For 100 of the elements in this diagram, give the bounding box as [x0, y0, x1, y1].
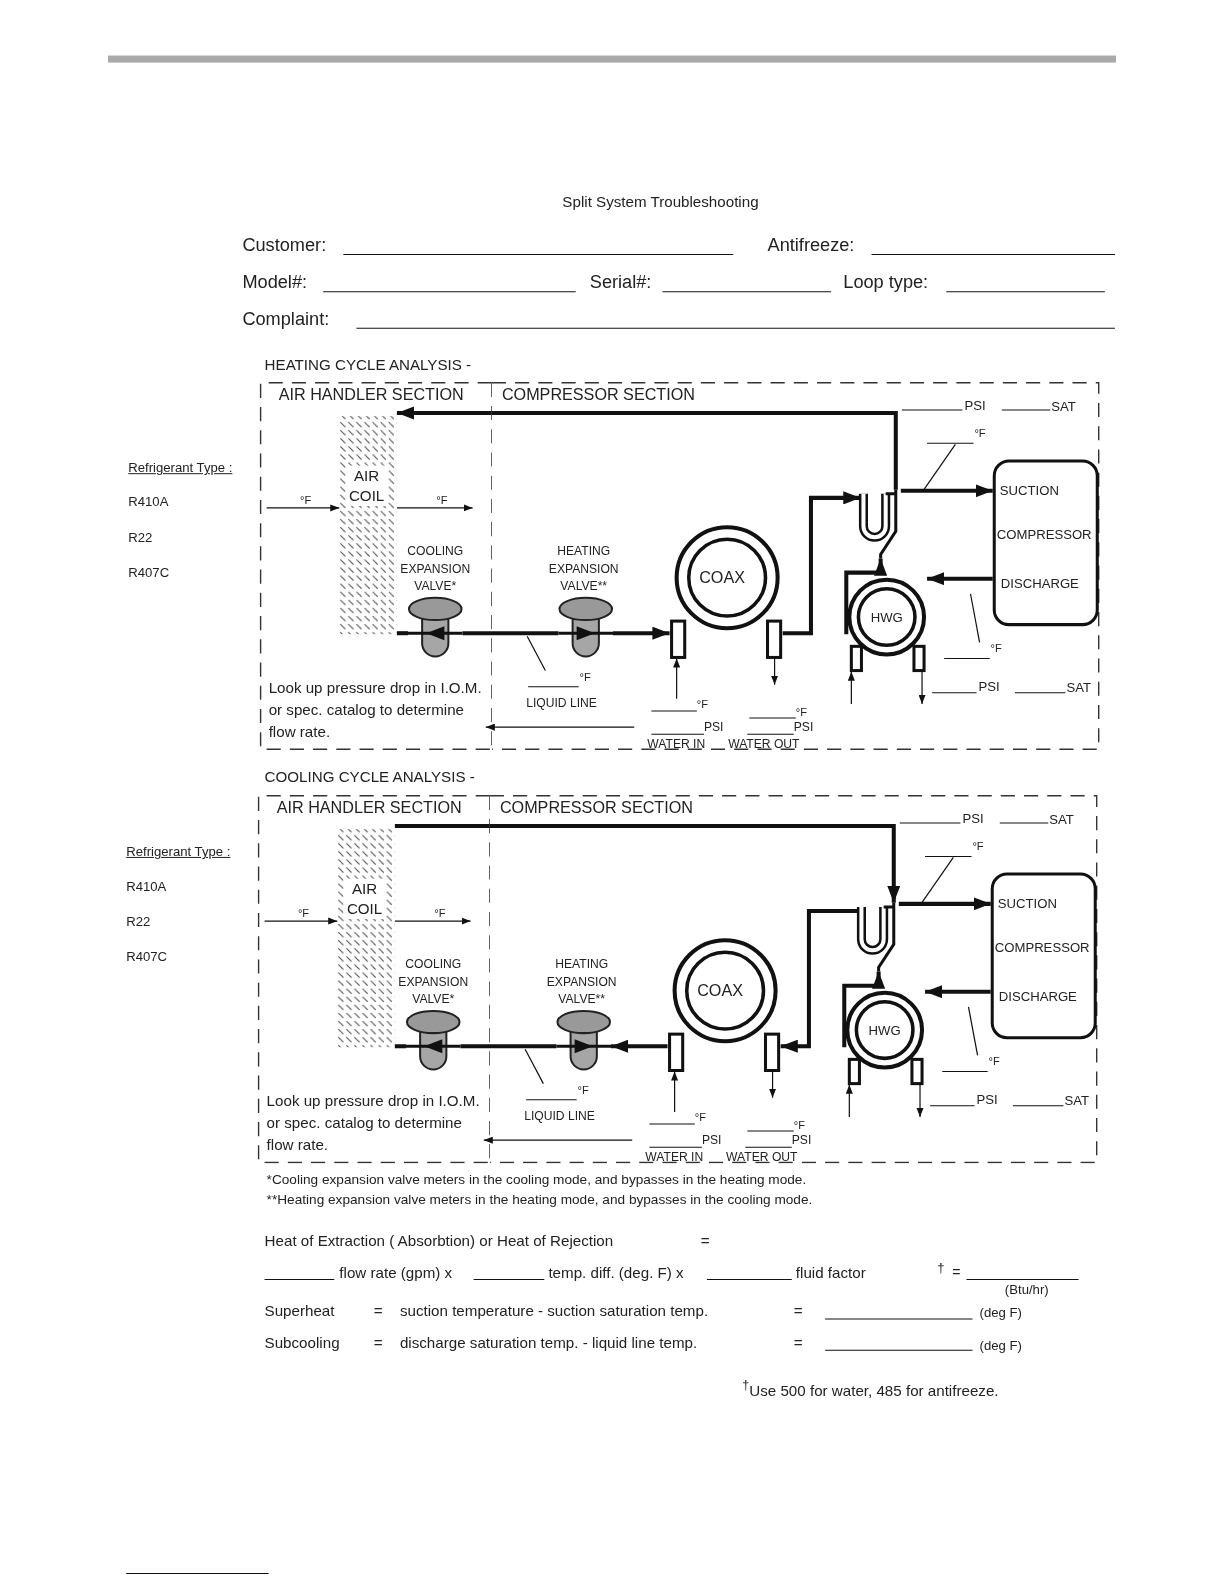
refrigerant-pipe	[613, 626, 670, 640]
unit-label: (deg F)	[979, 1338, 1022, 1354]
pipe-label: LIQUID LINE	[526, 695, 597, 710]
leader-line	[967, 1006, 979, 1056]
refrigerant-pipe	[611, 1039, 668, 1053]
formula-text: temp. diff. (deg. F) x	[548, 1263, 684, 1282]
refrigerant-pipe	[460, 1044, 557, 1049]
section-frame	[257, 794, 490, 1164]
arrow	[918, 670, 926, 705]
form-label: Serial#:	[589, 272, 652, 294]
section-title: COOLING CYCLE ANALYSIS -	[264, 767, 475, 786]
operator: =	[373, 1333, 383, 1351]
section-heading: COMPRESSOR SECTION	[499, 798, 693, 817]
refrigerant-pipe	[900, 484, 993, 498]
refrigerant-option: R410A	[126, 880, 167, 896]
unit-label: PSI	[703, 721, 724, 736]
water-label: WATER OUT	[726, 1151, 798, 1166]
operator: =	[793, 1302, 803, 1320]
unit-label: PSI	[978, 680, 1000, 696]
refrigerant-option: R22	[128, 530, 153, 546]
arrow	[264, 917, 338, 925]
form-label: Antifreeze:	[767, 234, 855, 256]
refrigerant-option: R407C	[128, 566, 170, 582]
water-label: WATER IN	[647, 738, 706, 753]
section-frame	[489, 794, 1098, 1164]
refrigerant-pipe	[925, 985, 991, 999]
footnote: **Heating expansion valve meters in the heating mode, and bypasses in the cooling mode.	[266, 1191, 813, 1208]
refrigerant-pipe	[396, 631, 408, 636]
section-heading: AIR HANDLER SECTION	[278, 385, 464, 404]
arrow	[671, 1070, 679, 1113]
note-text: Look up pressure drop in I.O.M. or spec. catalog to determine flow rate.	[266, 1089, 484, 1163]
unit-label: SAT	[1049, 812, 1074, 828]
compressor-box	[990, 872, 1097, 1040]
port-label: COMPRESSOR	[996, 526, 1092, 542]
arrow	[485, 723, 635, 731]
valve-label: COOLING EXPANSION VALVE*	[399, 543, 472, 595]
unit-label: SAT	[1066, 681, 1091, 697]
section-heading: AIR HANDLER SECTION	[276, 798, 462, 817]
unit-label: (Btu/hr)	[1004, 1283, 1049, 1299]
unit-label: PSI	[962, 811, 984, 827]
arrow	[394, 917, 472, 925]
formula-text: suction temperature - suction saturation temp.	[399, 1302, 709, 1320]
arrow	[266, 504, 340, 512]
refrigerant-option: R22	[126, 914, 151, 930]
pipe-label: LIQUID LINE	[524, 1108, 595, 1123]
refrigerant-type-label: Refrigerant Type :	[126, 844, 231, 860]
arrow	[769, 1070, 777, 1099]
unit-label: PSI	[964, 398, 986, 414]
unit-label: PSI	[701, 1134, 722, 1149]
refrigerant-option: R407C	[126, 949, 168, 965]
port-label: COMPRESSOR	[994, 939, 1090, 955]
port-label: DISCHARGE	[998, 989, 1077, 1005]
form-label: Complaint:	[242, 308, 330, 330]
arrow	[845, 1084, 853, 1118]
refrigerant-type-label: Refrigerant Type :	[128, 461, 233, 477]
formula-text: Heat of Extraction ( Absorbtion) or Heat of Rejection	[264, 1231, 614, 1249]
leader-line	[920, 856, 954, 905]
form-label: Model#:	[242, 272, 308, 294]
unit-label: (deg F)	[979, 1306, 1022, 1322]
compressor-box	[992, 459, 1099, 627]
formula-text: discharge saturation temp. - liquid line temp.	[399, 1333, 698, 1351]
edge-label: °F	[434, 906, 446, 920]
section-title: HEATING CYCLE ANALYSIS -	[264, 355, 472, 374]
title: Split System Troubleshooting	[562, 193, 759, 211]
valve-label: HEATING EXPANSION VALVE**	[547, 543, 620, 595]
leader-line	[524, 1048, 544, 1085]
valve-label: COOLING EXPANSION VALVE*	[397, 956, 470, 1008]
form-label: Loop type:	[843, 272, 929, 294]
refrigerant-pipe	[396, 406, 898, 490]
section-heading: COMPRESSOR SECTION	[501, 385, 695, 404]
leader-line	[969, 593, 981, 643]
unit-label: °F	[990, 642, 1002, 655]
section-frame	[259, 381, 492, 751]
unit-label: PSI	[791, 1134, 812, 1149]
refrigerant-option: R410A	[128, 495, 169, 511]
refrigerant-pipe	[842, 971, 886, 1048]
operator: =	[952, 1264, 961, 1281]
unit-label: °F	[694, 1110, 707, 1124]
unit-label: °F	[793, 1118, 805, 1132]
port-label: SUCTION	[999, 483, 1059, 499]
coil-label: AIR COIL	[343, 878, 386, 919]
water-label: WATER OUT	[728, 738, 800, 753]
operator: =	[373, 1302, 383, 1320]
unit-label: PSI	[976, 1093, 998, 1109]
arrow	[396, 504, 474, 512]
leader-line	[922, 443, 956, 492]
formula-text: Subcooling	[264, 1333, 340, 1351]
footnote: *Cooling expansion valve meters in the cooling mode, and bypasses in the heating mode.	[266, 1171, 807, 1188]
unit-label: °F	[974, 427, 986, 440]
unit-label: °F	[988, 1055, 1000, 1068]
unit-label: SAT	[1064, 1094, 1089, 1110]
refrigerant-pipe	[898, 897, 991, 911]
exchanger-label: COAX	[699, 568, 745, 587]
unit-label: °F	[579, 670, 591, 683]
refrigerant-pipe	[782, 491, 861, 636]
formula-text: fluid factor	[795, 1263, 866, 1282]
arrow	[771, 657, 779, 686]
unit-label: SAT	[1051, 399, 1076, 415]
unit-label: °F	[696, 697, 709, 711]
unit-label: °F	[577, 1083, 589, 1096]
